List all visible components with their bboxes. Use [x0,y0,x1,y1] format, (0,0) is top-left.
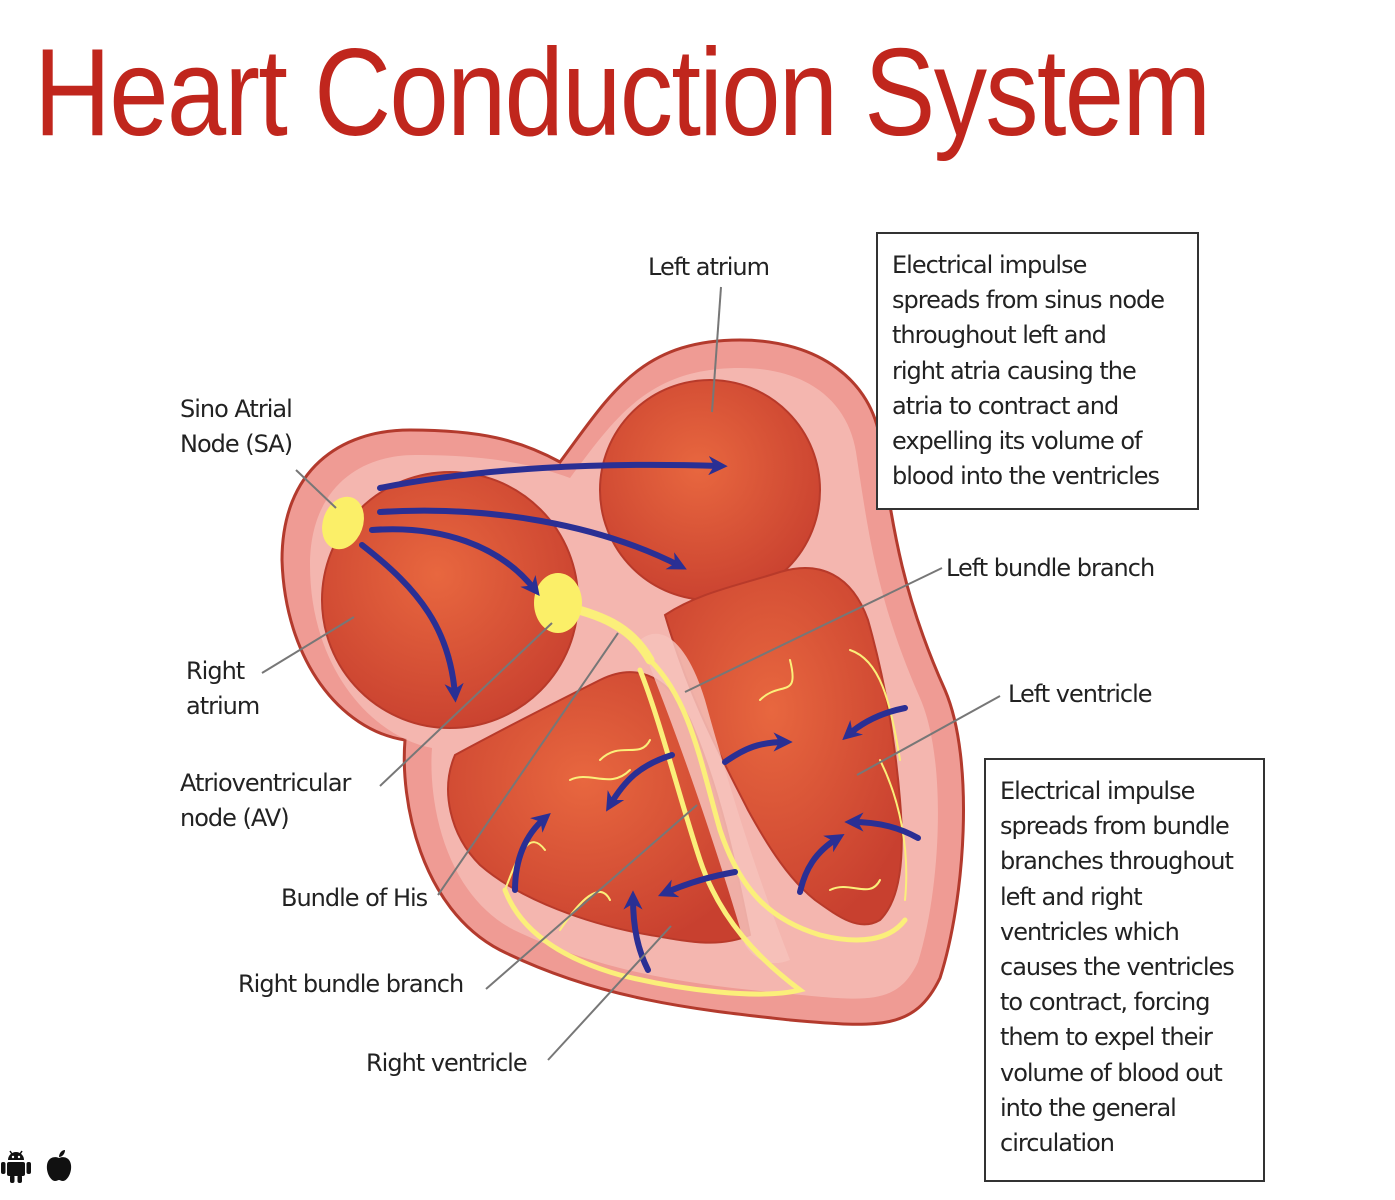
label-av-node: Atrioventricular node (AV) [180,769,351,832]
purkinje-fibers-left [759,649,908,901]
sa-node [322,496,364,550]
label-right-ventricle: Right ventricle [366,1049,528,1077]
leader-left-ventricle [856,695,1001,776]
impulse-arrows [359,456,921,973]
arrow-lv-1 [722,732,793,765]
septum [640,633,790,964]
callout-ventricles-text: Electrical impulse spreads from bundle b… [1000,777,1235,1158]
arrow-lv-4 [797,834,845,895]
android-icon[interactable] [0,1148,32,1188]
arrow-lv-3 [844,812,921,841]
leader-right-ventricle [547,925,672,1061]
label-right-bundle-branch: Right bundle branch [238,970,464,998]
platform-icons [0,1148,74,1188]
arrow-to-av-node [369,526,540,597]
callout-ventricles-box: Electrical impulse spreads from bundle b… [984,758,1265,1182]
left-bundle-branch-path [647,657,908,943]
arrow-to-left-atrium [377,456,728,491]
label-left-atrium: Left atrium [648,253,770,281]
label-left-bundle-branch: Left bundle branch [946,554,1155,582]
arrow-rv-1 [606,752,675,812]
leader-av-node [379,622,553,787]
arrow-down-right-atrium [359,542,464,703]
av-node [534,573,582,633]
leader-bundle-of-his [437,632,619,896]
page-title: Heart Conduction System [34,24,1211,162]
label-right-atrium: Right atrium [186,657,260,720]
label-left-ventricle: Left ventricle [1008,680,1153,708]
arrow-rv-2 [512,813,551,893]
callout-atria-text: Electrical impulse spreads from sinus no… [892,251,1165,491]
leader-sa-node [295,469,337,509]
right-bundle-branch-path [502,667,806,997]
arrow-lv-2 [842,705,908,741]
leader-lines [261,286,1001,1061]
callout-atria-box: Electrical impulse spreads from sinus no… [876,232,1199,510]
apple-icon[interactable] [44,1148,74,1188]
arrow-rv-4 [623,890,651,973]
leader-left-atrium [711,286,722,413]
left-atrium-chamber [599,379,821,601]
arrow-rv-3 [657,869,738,898]
leader-left-bundle-branch [684,567,943,693]
leader-right-atrium [261,616,355,674]
leader-right-bundle-branch [485,804,698,990]
label-bundle-of-his: Bundle of His [281,884,428,912]
arrow-across-atria [377,507,687,570]
label-sa-node: Sino Atrial Node (SA) [180,395,293,458]
